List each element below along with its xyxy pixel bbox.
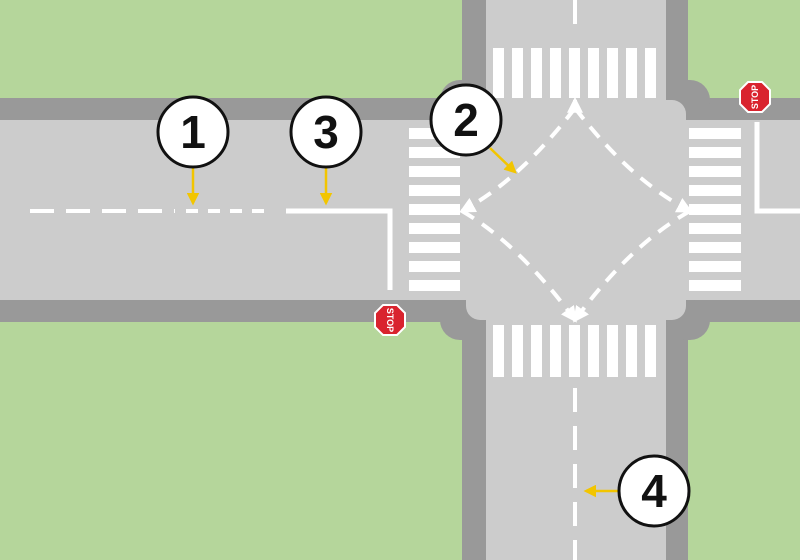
lane-markings — [30, 0, 800, 560]
callout-4: 4 — [617, 454, 691, 528]
stop-sign-east: STOP — [739, 81, 771, 113]
callout-number: 2 — [453, 94, 479, 146]
crosswalk-north — [493, 48, 656, 98]
crosswalk-east — [689, 128, 741, 291]
stop-sign-label: STOP — [385, 308, 395, 332]
callout-2: 2 — [429, 83, 503, 157]
intersection-guide-lines — [459, 96, 693, 323]
east-solid-line-and-stop-line — [754, 122, 800, 214]
callout-number: 1 — [180, 106, 206, 158]
callout-number: 4 — [641, 465, 667, 517]
callout-2-arrow — [489, 147, 517, 174]
callout-number: 3 — [313, 106, 339, 158]
west-solid-line-and-stop-line — [286, 208, 393, 290]
crosswalk-south — [493, 325, 656, 377]
stop-sign-west: STOP — [374, 304, 406, 336]
stop-sign-label: STOP — [750, 85, 760, 109]
callout-3: 3 — [289, 95, 363, 169]
horizontal-road — [0, 120, 800, 300]
callout-1: 1 — [156, 95, 230, 169]
